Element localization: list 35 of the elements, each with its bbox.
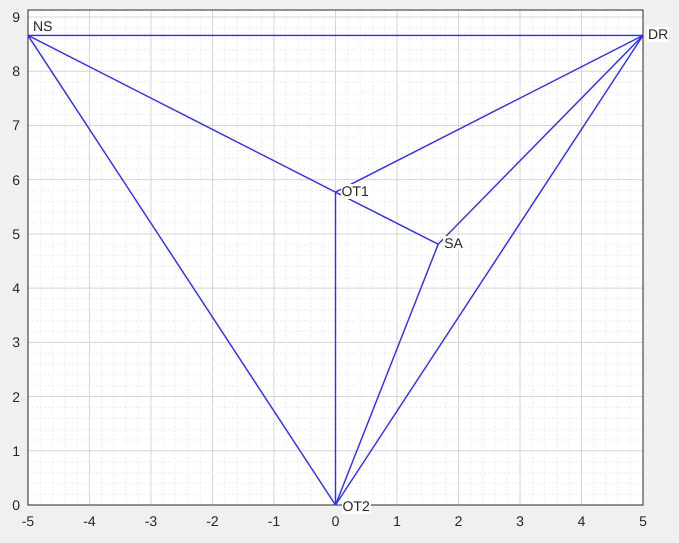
graph-edge bbox=[28, 34, 643, 36]
node-label: OT2 bbox=[342, 499, 371, 514]
axis-tick-label: 4 bbox=[576, 513, 586, 529]
graph-edge bbox=[334, 244, 439, 506]
axis-tick-label: 0 bbox=[12, 497, 20, 513]
axis-tick-label: 8 bbox=[12, 63, 20, 80]
axis-tick-label: 3 bbox=[515, 513, 525, 529]
graph-edge bbox=[28, 34, 336, 193]
axis-tick-label: -2 bbox=[205, 513, 220, 529]
axis-tick-label: -5 bbox=[20, 513, 36, 529]
axis-tick-label: 2 bbox=[454, 513, 464, 529]
node-label: OT1 bbox=[340, 184, 370, 200]
graph-edge bbox=[334, 192, 336, 505]
axis-tick-label: 1 bbox=[12, 442, 20, 459]
graph-edge bbox=[335, 34, 644, 193]
graph-edge bbox=[438, 34, 644, 245]
axis-tick-label: 5 bbox=[638, 513, 648, 529]
axis-tick-label: 9 bbox=[12, 9, 20, 25]
axis-tick-label: 0 bbox=[330, 513, 340, 529]
node-label: NS bbox=[32, 19, 54, 34]
axis-tick-label: 5 bbox=[12, 226, 20, 242]
node-label: SA bbox=[443, 236, 464, 252]
axis-tick-label: 1 bbox=[392, 513, 402, 529]
axis-tick-label: 7 bbox=[12, 117, 20, 134]
axis-tick-label: -1 bbox=[266, 513, 282, 529]
axis-tick-label: 2 bbox=[12, 388, 20, 405]
node-label: DR bbox=[647, 27, 670, 42]
axis-tick-label: 4 bbox=[12, 280, 20, 296]
graph-edge bbox=[27, 35, 336, 506]
graph-edge bbox=[334, 35, 644, 506]
axis-tick-label: -3 bbox=[144, 513, 158, 529]
graph-edge bbox=[335, 192, 439, 245]
axis-tick-label: -4 bbox=[82, 513, 97, 529]
axis-tick-label: 6 bbox=[12, 172, 20, 188]
axis-tick-label: 3 bbox=[12, 334, 20, 350]
